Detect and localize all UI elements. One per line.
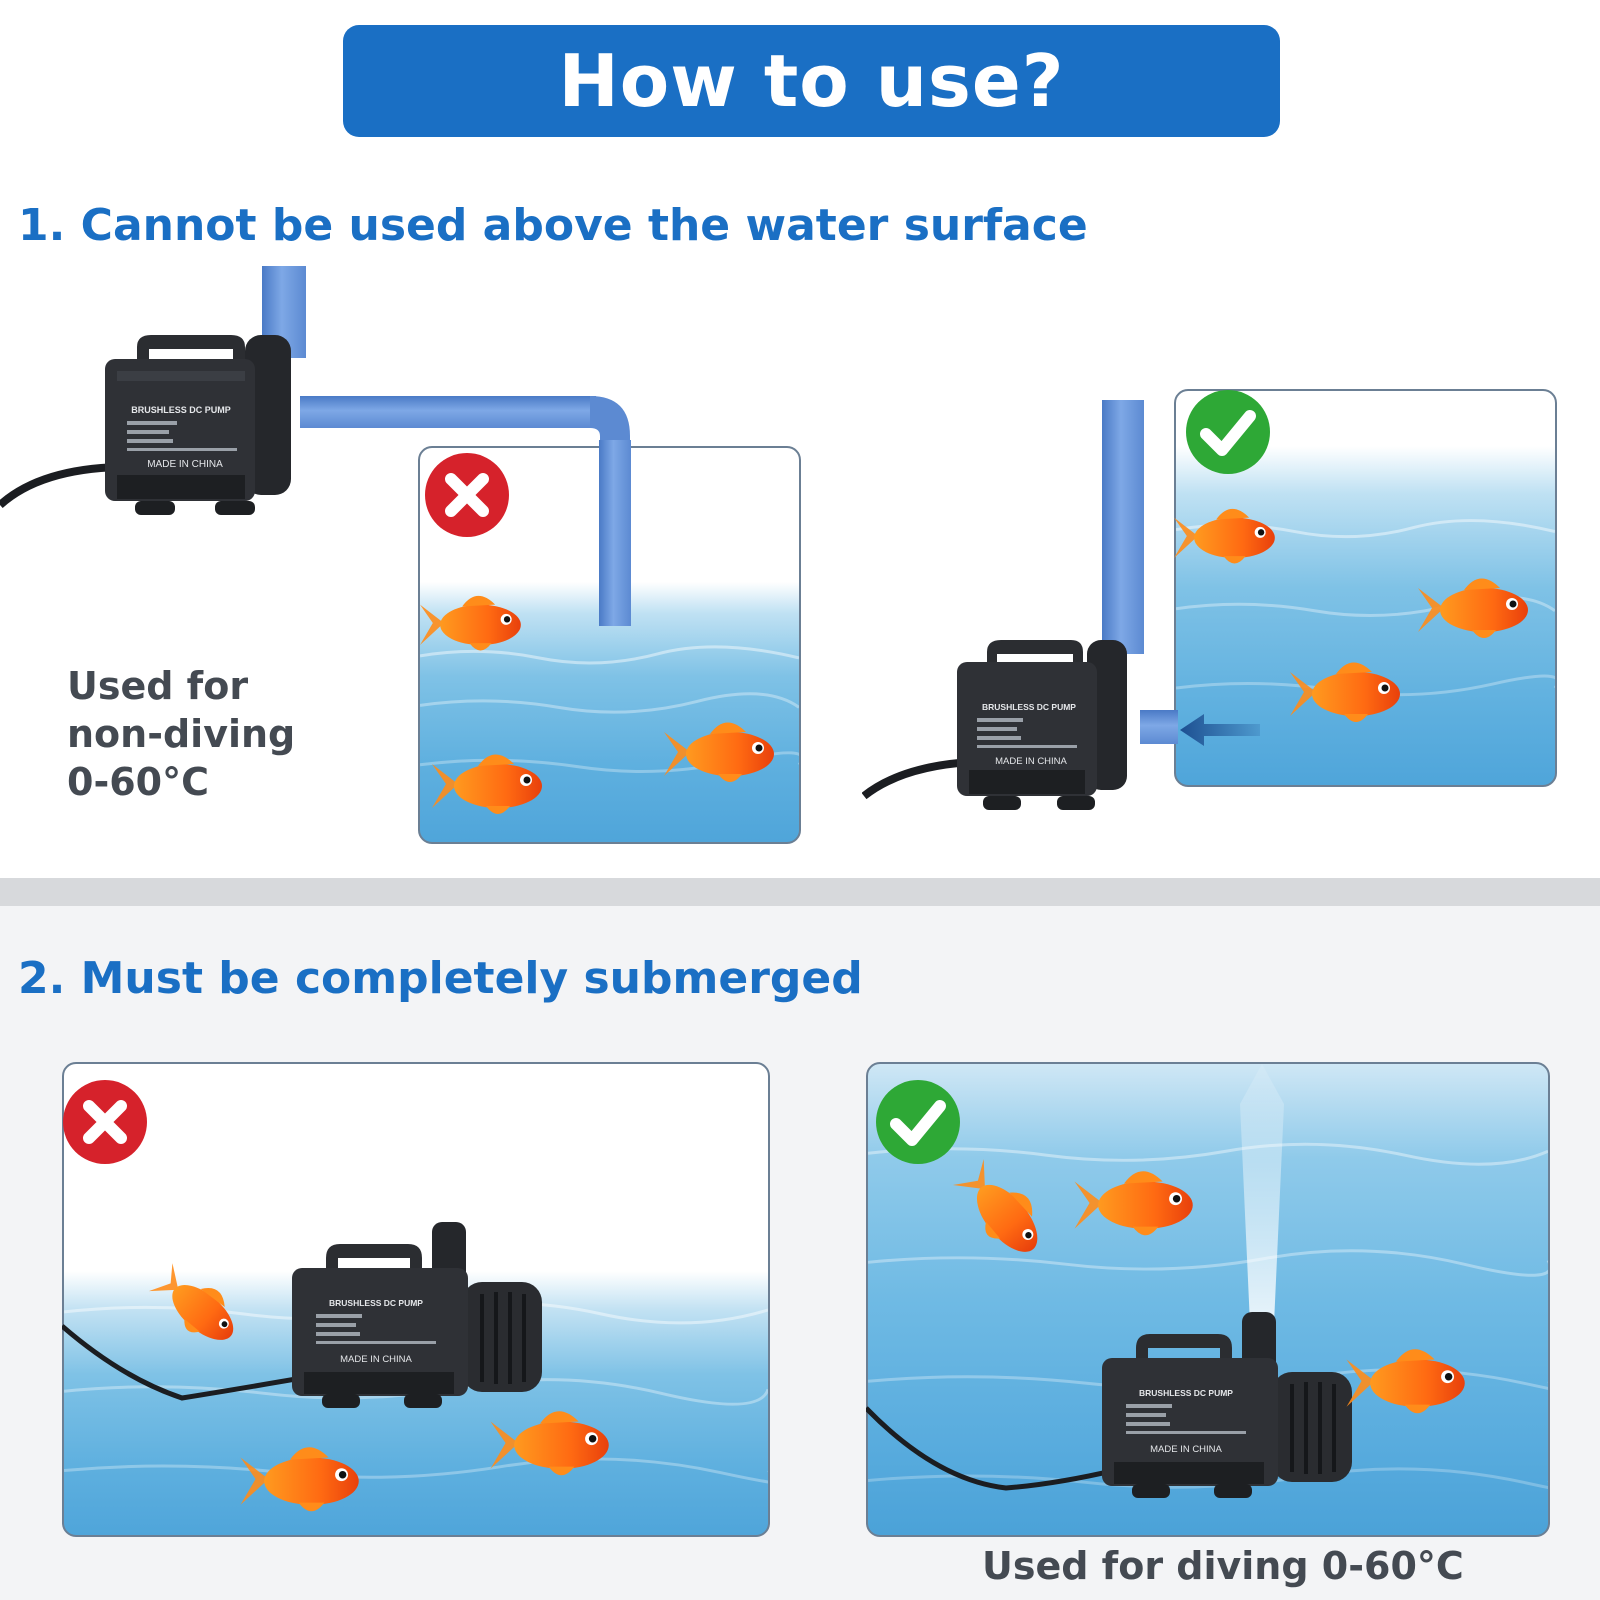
pump-brand-text: BRUSHLESS DC PUMP	[131, 405, 231, 415]
pump-above-water: BRUSHLESS DC PUMP MADE IN CHINA	[105, 335, 291, 515]
section-divider	[0, 878, 1600, 906]
power-cable-tank4	[866, 1406, 1116, 1491]
goldfish-icon	[240, 1436, 370, 1522]
outlet-pipe-vertical-right	[1102, 400, 1144, 654]
pump-brand-text: BRUSHLESS DC PUMP	[329, 1298, 423, 1308]
goldfish-icon	[420, 585, 530, 661]
non-diving-caption: Used for non-diving 0-60°C	[67, 662, 295, 806]
cross-badge-icon	[425, 453, 509, 537]
pump-partially-submerged: BRUSHLESS DC PUMP MADE IN CHINA	[292, 1222, 542, 1408]
outlet-pipe-down-left	[599, 440, 631, 626]
outlet-pipe-elbow-left	[590, 396, 630, 444]
power-cable-tank3	[62, 1324, 302, 1401]
goldfish-icon	[1174, 498, 1284, 574]
diving-caption: Used for diving 0-60°C	[982, 1544, 1464, 1588]
pump-beside-tank: BRUSHLESS DC PUMP MADE IN CHINA	[957, 640, 1127, 810]
goldfish-icon	[1074, 1160, 1204, 1246]
power-cable-left	[0, 463, 120, 509]
water-jet	[1240, 1064, 1284, 1324]
banner-title: How to use?	[558, 39, 1065, 123]
how-to-use-banner: How to use?	[343, 25, 1280, 137]
pump-brand-text: BRUSHLESS DC PUMP	[982, 702, 1076, 712]
caption-line: non-diving	[67, 712, 296, 756]
goldfish-icon	[490, 1400, 620, 1486]
pump-origin-text: MADE IN CHINA	[340, 1354, 412, 1365]
caption-line: Used for	[67, 664, 249, 708]
caption-line: 0-60°C	[67, 760, 209, 804]
goldfish-icon	[1418, 568, 1538, 648]
outlet-pipe-horizontal-left	[300, 396, 596, 428]
goldfish-icon	[1346, 1338, 1476, 1424]
inlet-pipe-right	[1140, 710, 1178, 744]
pump-origin-text: MADE IN CHINA	[995, 756, 1067, 767]
check-badge-icon	[1186, 390, 1270, 474]
pump-fully-submerged: BRUSHLESS DC PUMP MADE IN CHINA	[1102, 1312, 1352, 1498]
check-badge-icon	[876, 1080, 960, 1164]
section-1-title: 1. Cannot be used above the water surfac…	[18, 200, 1088, 251]
flow-arrow-icon	[1180, 714, 1260, 746]
power-cable-right	[862, 758, 972, 800]
pump-origin-text: MADE IN CHINA	[147, 459, 223, 470]
section-2-title: 2. Must be completely submerged	[18, 953, 863, 1004]
goldfish-icon	[1290, 652, 1410, 732]
cross-badge-icon	[63, 1080, 147, 1164]
goldfish-icon	[664, 712, 784, 792]
pump-brand-text: BRUSHLESS DC PUMP	[1139, 1388, 1233, 1398]
pump-origin-text: MADE IN CHINA	[1150, 1444, 1222, 1455]
goldfish-icon	[432, 744, 552, 824]
